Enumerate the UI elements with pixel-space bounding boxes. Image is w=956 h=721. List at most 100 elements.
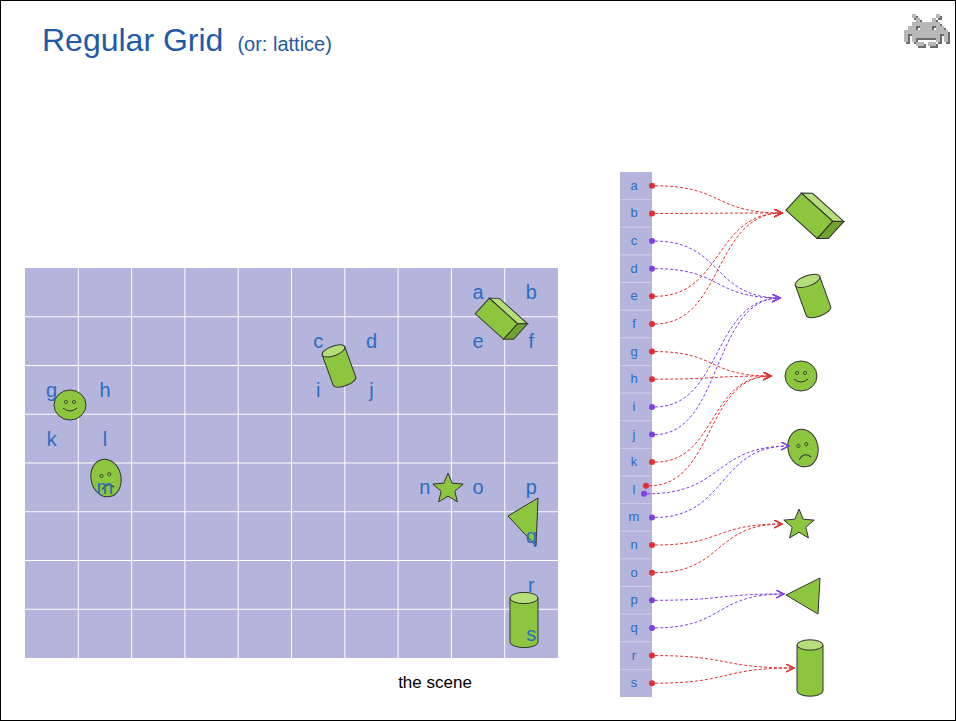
reference-arrow	[655, 241, 780, 298]
grid-cell-label: b	[526, 281, 537, 303]
invader-pixel	[920, 26, 924, 30]
invader-pixel	[936, 34, 940, 38]
grid-cell-label: j	[369, 379, 373, 401]
grid-cell-label: s	[526, 623, 536, 645]
list-divider	[620, 254, 652, 255]
invader-pixel	[936, 38, 940, 42]
list-divider	[620, 227, 652, 228]
face-eye	[64, 400, 67, 403]
invader-pixel	[936, 22, 940, 26]
reference-dot	[649, 542, 655, 548]
face-mouth	[799, 454, 811, 460]
invader-pixel	[944, 38, 948, 42]
grid-cell-label: o	[472, 476, 483, 498]
list-divider	[620, 531, 652, 532]
reference-dot	[649, 183, 655, 189]
reference-arrow	[655, 594, 784, 628]
title-row: Regular Grid (or: lattice)	[42, 22, 332, 59]
grid-cell-label: i	[316, 379, 320, 401]
grid-cell-label: e	[472, 330, 483, 352]
reference-arrow	[655, 213, 782, 324]
star-object	[433, 473, 463, 502]
list-cell-label: o	[630, 566, 637, 580]
subtitle: (or: lattice)	[237, 33, 331, 56]
invader-pixel	[936, 26, 940, 30]
star-object	[784, 509, 814, 538]
face-mouth	[63, 408, 77, 411]
reference-dot	[649, 293, 655, 299]
reference-dot	[649, 376, 655, 382]
grid-cell-label: r	[528, 574, 535, 596]
list-divider	[620, 586, 652, 587]
reference-dot	[649, 266, 655, 272]
sad-face	[87, 456, 124, 499]
reference-dot	[649, 625, 655, 631]
cylinder-top	[794, 272, 822, 291]
invader-pixel	[916, 34, 920, 38]
reference-arrow	[655, 524, 782, 573]
cylinder-body	[510, 598, 538, 648]
list-divider	[620, 199, 652, 200]
invader-pixel	[904, 38, 908, 42]
invader-pixel	[920, 22, 924, 26]
reference-dot	[649, 238, 655, 244]
reference-arrow	[655, 446, 789, 517]
list-cell-label: j	[633, 427, 636, 441]
reference-arrow	[655, 524, 782, 545]
face-eye	[797, 444, 801, 448]
invader-pixel	[908, 26, 912, 30]
list-cell-label: g	[630, 344, 637, 358]
grid-line	[25, 414, 558, 415]
grid-cell-label: d	[366, 330, 377, 352]
invader-pixel	[936, 30, 940, 34]
invader-pixel	[912, 38, 916, 42]
cylinder-object	[797, 640, 823, 696]
smiley-face	[54, 390, 86, 420]
reference-dot	[649, 321, 655, 327]
face-eye	[795, 371, 798, 374]
invader-pixel	[916, 22, 920, 26]
list-cell-label: e	[630, 289, 637, 303]
reference-dot	[649, 459, 655, 465]
reference-dot	[649, 514, 655, 520]
grid-line	[25, 365, 558, 366]
face-eye	[107, 472, 111, 476]
list-cell-label: q	[630, 621, 637, 635]
list-divider	[620, 448, 652, 449]
reference-dot	[649, 404, 655, 410]
face-eye	[804, 442, 808, 446]
invader-pixel	[920, 30, 924, 34]
sad-face	[784, 426, 821, 469]
cylinder-object	[510, 592, 538, 647]
list-cell-label: a	[630, 179, 637, 193]
list-cell-label: h	[630, 372, 637, 386]
invader-pixel	[932, 42, 936, 46]
grid-cell-label: l	[103, 428, 107, 450]
invader-pixel	[928, 30, 932, 34]
face-outline	[784, 426, 821, 469]
grid-cell-label: q	[526, 525, 537, 547]
invader-pixel	[920, 34, 924, 38]
list-cell-label: c	[631, 234, 638, 248]
invader-pixel	[944, 34, 948, 38]
list-divider	[620, 310, 652, 311]
list-ground	[620, 172, 652, 697]
invader-pixel	[924, 30, 928, 34]
invader-pixel	[916, 30, 920, 34]
reference-dot	[649, 210, 655, 216]
cylinder-top	[321, 342, 347, 359]
face-eye	[803, 371, 806, 374]
reference-arrow	[655, 656, 794, 668]
list-cell-label: s	[631, 676, 638, 690]
invader-pixel	[924, 26, 928, 30]
slide-title: Regular Grid	[42, 22, 223, 59]
list-cell-label: d	[630, 262, 637, 276]
invader-pixel	[924, 34, 928, 38]
grid-cell-label: k	[47, 428, 57, 450]
list-divider	[620, 503, 652, 504]
grid-cell-label: a	[472, 281, 483, 303]
cylinder-top	[797, 640, 823, 650]
box-front	[786, 193, 833, 238]
reference-dot	[641, 491, 647, 497]
